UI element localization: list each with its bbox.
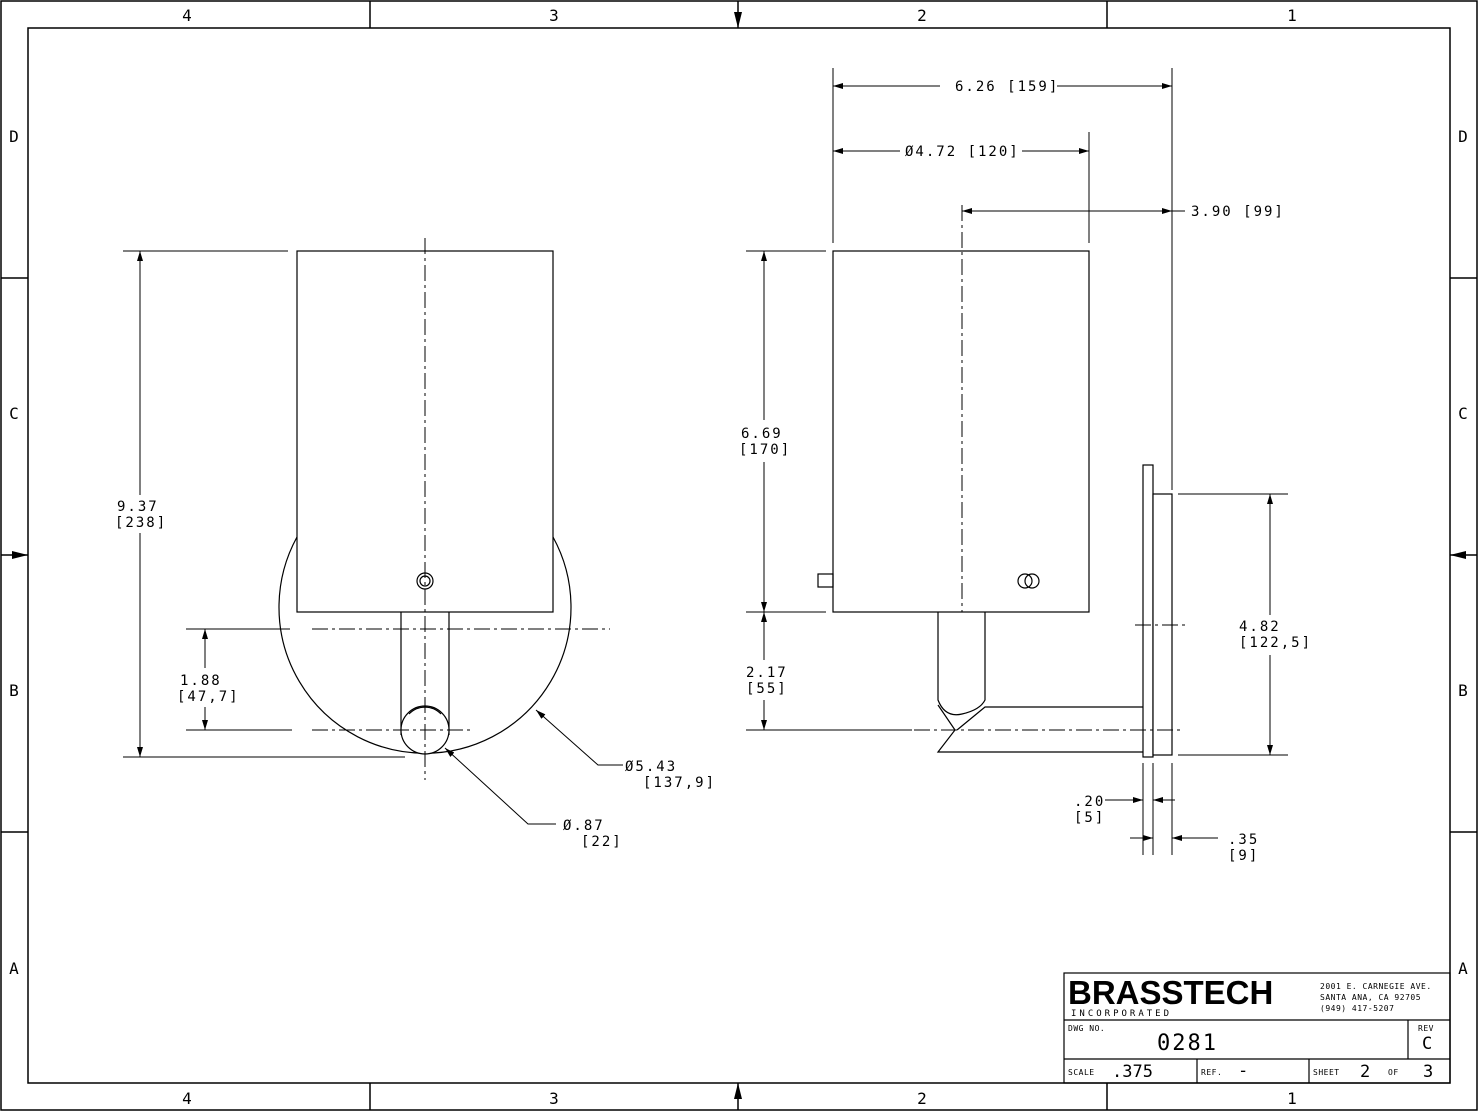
zone-row-c-right: C [1458,404,1468,423]
dim-height-overall-mm: [238] [115,515,167,531]
dim-backplate-mm: [122,5] [1239,635,1312,651]
of-label: OF [1388,1068,1399,1077]
zone-row-a-right: A [1458,959,1468,978]
side-knob [817,573,834,588]
zone-row-c: C [9,404,19,423]
dim-arm-drop-mm: [55] [746,681,788,697]
ref-label: REF. [1201,1068,1222,1077]
zone-row-b: B [9,681,19,700]
scale-value: .375 [1112,1062,1153,1082]
sheet-label: SHEET [1313,1068,1340,1077]
arm-elbow-inner [956,706,1143,731]
arm-elbow-outer [936,704,1143,753]
rev-value: C [1422,1034,1432,1054]
sheet-total: 3 [1423,1062,1433,1082]
company-sub: INCORPORATED [1071,1009,1172,1019]
dim-backplate-dia-mm: [137,9] [643,775,716,791]
dwg-no-value: 0281 [1157,1031,1218,1056]
front-view [278,238,610,780]
centering-marks [12,12,1466,1099]
title-block [1063,972,1451,1084]
dim-arm-offset-in: 1.88 [180,673,222,689]
zone-labels: 4 3 2 1 4 3 2 1 D C B A D C B A [9,6,1468,1108]
dim-height-shade-in: 6.69 [741,426,783,442]
dim-arm-drop-in: 2.17 [746,665,788,681]
zone-col-4: 4 [182,6,192,25]
ref-value: - [1238,1061,1248,1081]
zone-row-d-right: D [1458,127,1468,146]
dwg-no-label: DWG NO. [1068,1024,1105,1033]
front-dimensions [123,250,623,825]
arm-upper [937,612,986,716]
phone-number: (949) 417-5207 [1320,1004,1394,1013]
address-line-1: 2001 E. CARNEGIE AVE. [1320,982,1432,991]
shade-side [832,250,1090,613]
zone-row-d: D [9,127,19,146]
address-line-2: SANTA ANA, CA 92705 [1320,993,1421,1002]
dim-plate-thk-mm: [5] [1074,810,1105,826]
side-view [817,205,1185,758]
dim-height-shade-mm: [170] [739,442,791,458]
zone-col-3: 3 [549,6,559,25]
dim-backplate-dia-in: Ø5.43 [625,759,677,775]
dim-backplate-in: 4.82 [1239,619,1281,635]
side-screw-b [1024,573,1040,589]
dim-arm-dia-in: Ø.87 [563,818,605,834]
zone-row-a: A [9,959,19,978]
side-screw-a [1017,573,1033,589]
zone-row-b-right: B [1458,681,1468,700]
dim-depth-mm: [9] [1228,848,1259,864]
dim-arm-dia-mm: [22] [581,834,623,850]
zone-col-4-bottom: 4 [182,1089,192,1108]
dim-projection: 3.90 [99] [1191,204,1285,220]
sheet-value: 2 [1360,1062,1370,1082]
rev-label: REV [1418,1024,1434,1033]
zone-col-2-bottom: 2 [917,1089,927,1108]
dim-plate-thk-in: .20 [1074,794,1105,810]
dim-height-overall-in: 9.37 [117,499,159,515]
zone-col-1-bottom: 1 [1287,1089,1297,1108]
mounting-plate [1142,464,1154,758]
side-dimensions [746,68,1288,855]
company-logo: BRASSTECH [1068,974,1273,1011]
zone-col-3-bottom: 3 [549,1089,559,1108]
dim-diameter-shade: Ø4.72 [120] [905,144,1020,160]
scale-label: SCALE [1068,1068,1095,1077]
zone-col-1: 1 [1287,6,1297,25]
dim-arm-offset-mm: [47,7] [177,689,240,705]
dim-depth-in: .35 [1228,832,1259,848]
zone-col-2: 2 [917,6,927,25]
dim-width-overall: 6.26 [159] [955,79,1059,95]
